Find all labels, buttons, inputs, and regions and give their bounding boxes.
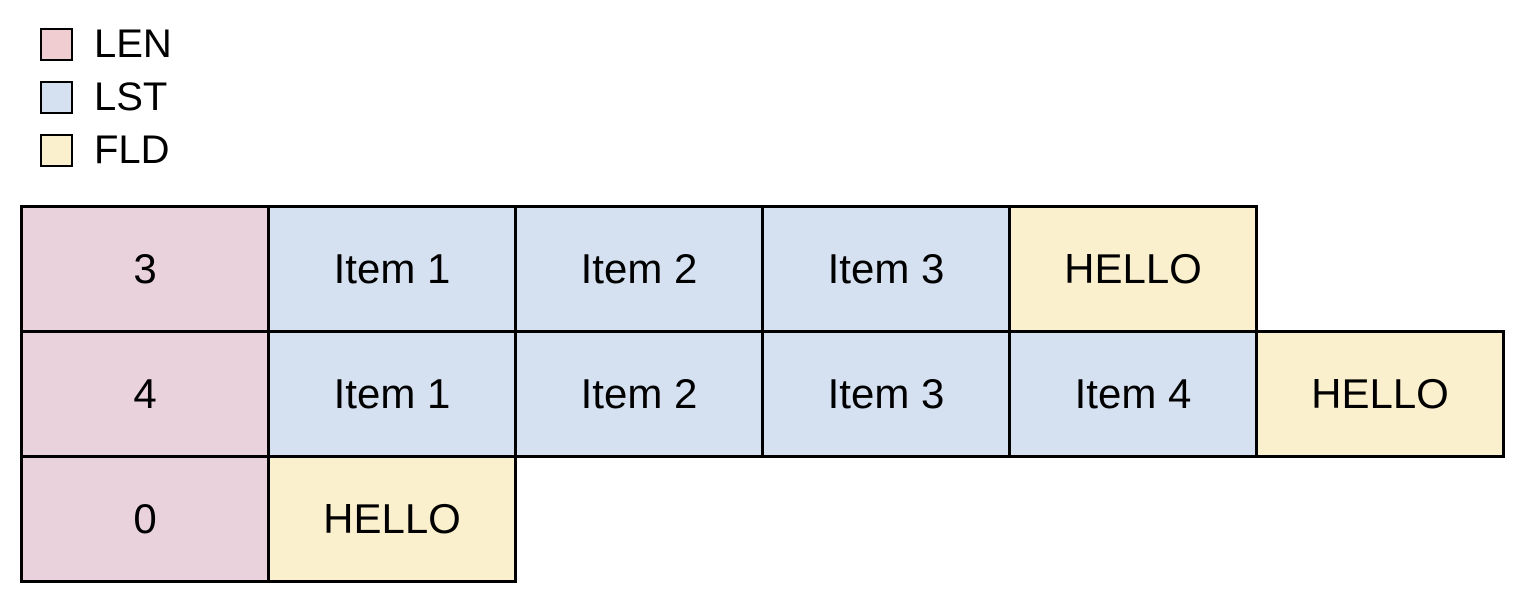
record-row-length-3: 3 Item 1 Item 2 Item 3 HELLO xyxy=(20,205,1258,333)
legend-item-lst: LST xyxy=(40,75,172,119)
legend-label-len: LEN xyxy=(94,22,172,66)
fld-cell: HELLO xyxy=(1008,205,1258,333)
lst-item-cell: Item 2 xyxy=(514,205,764,333)
len-cell: 4 xyxy=(20,330,270,458)
fld-cell: HELLO xyxy=(267,455,517,583)
lst-swatch-icon xyxy=(40,81,73,114)
lst-item-cell: Item 4 xyxy=(1008,330,1258,458)
fld-swatch-icon xyxy=(40,134,73,167)
legend: LEN LST FLD xyxy=(40,22,172,172)
lst-item-cell: Item 1 xyxy=(267,330,517,458)
record-row-length-4: 4 Item 1 Item 2 Item 3 Item 4 HELLO xyxy=(20,330,1505,458)
legend-item-fld: FLD xyxy=(40,128,172,172)
len-cell: 0 xyxy=(20,455,270,583)
record-row-length-0: 0 HELLO xyxy=(20,455,517,583)
lst-item-cell: Item 3 xyxy=(761,205,1011,333)
len-cell: 3 xyxy=(20,205,270,333)
legend-item-len: LEN xyxy=(40,22,172,66)
legend-label-lst: LST xyxy=(94,75,168,119)
fld-cell: HELLO xyxy=(1255,330,1505,458)
lst-item-cell: Item 3 xyxy=(761,330,1011,458)
lst-item-cell: Item 2 xyxy=(514,330,764,458)
lst-item-cell: Item 1 xyxy=(267,205,517,333)
legend-label-fld: FLD xyxy=(94,128,170,172)
len-swatch-icon xyxy=(40,28,73,61)
